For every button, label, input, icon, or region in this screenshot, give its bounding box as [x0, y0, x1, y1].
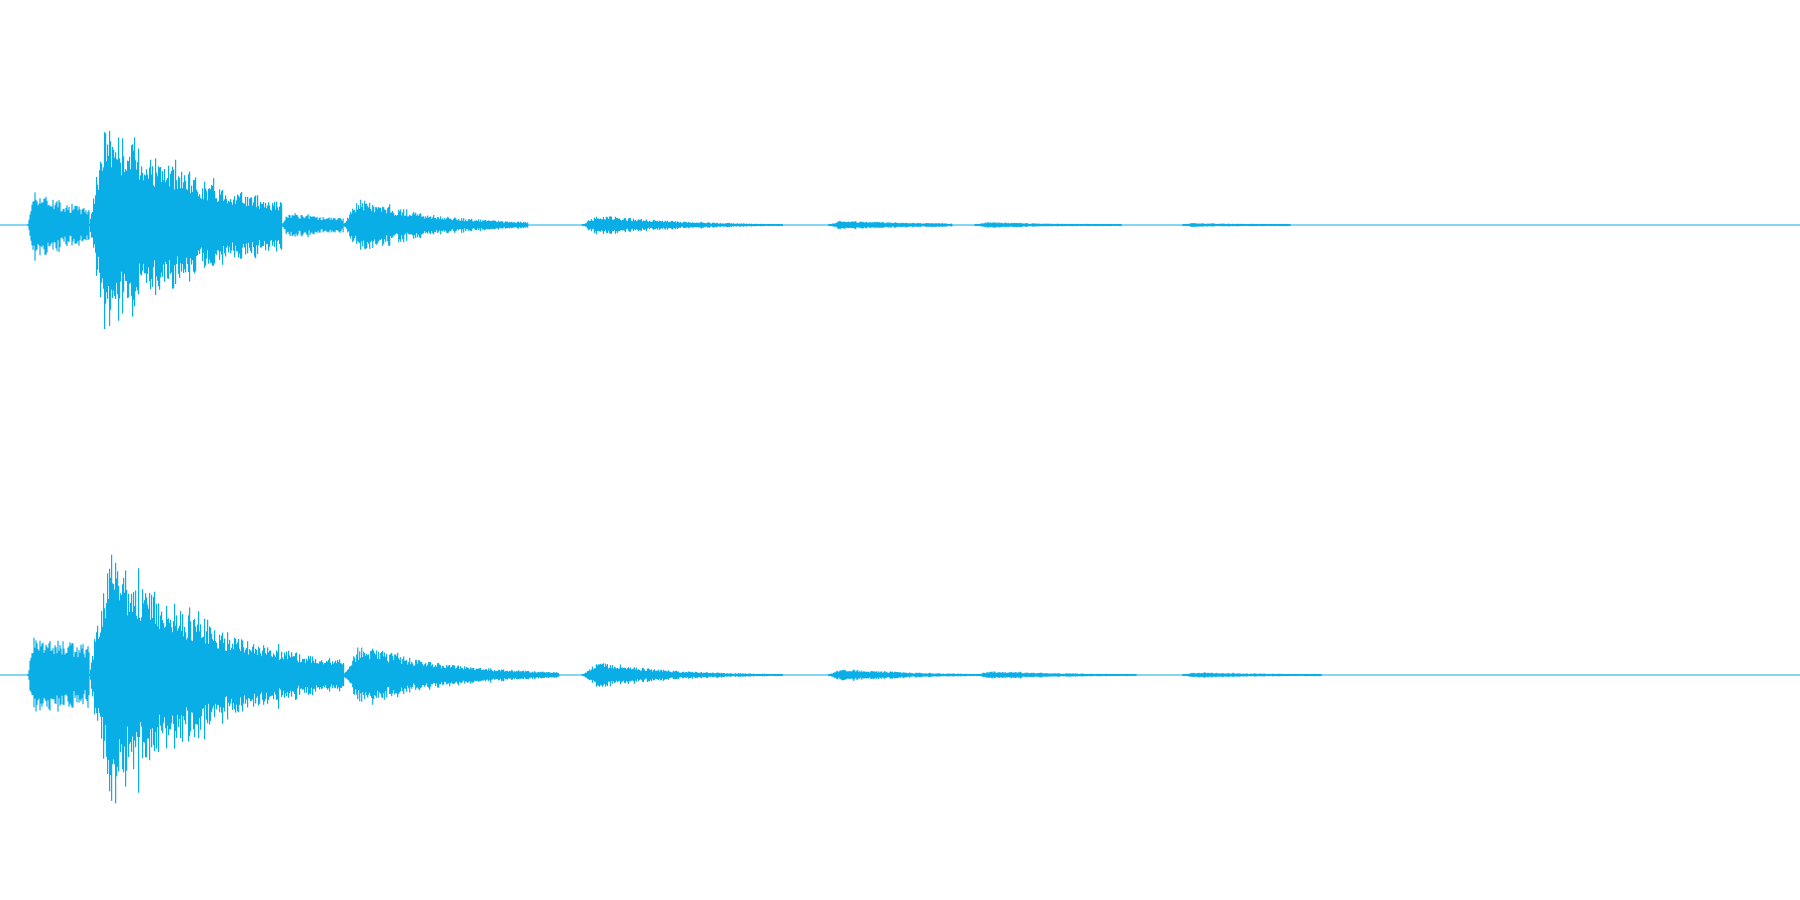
waveform-channel-2 — [0, 554, 1800, 804]
channel-1-waveform — [27, 130, 1291, 329]
waveform-channel-1 — [0, 130, 1800, 329]
channel-2-waveform — [27, 554, 1322, 804]
